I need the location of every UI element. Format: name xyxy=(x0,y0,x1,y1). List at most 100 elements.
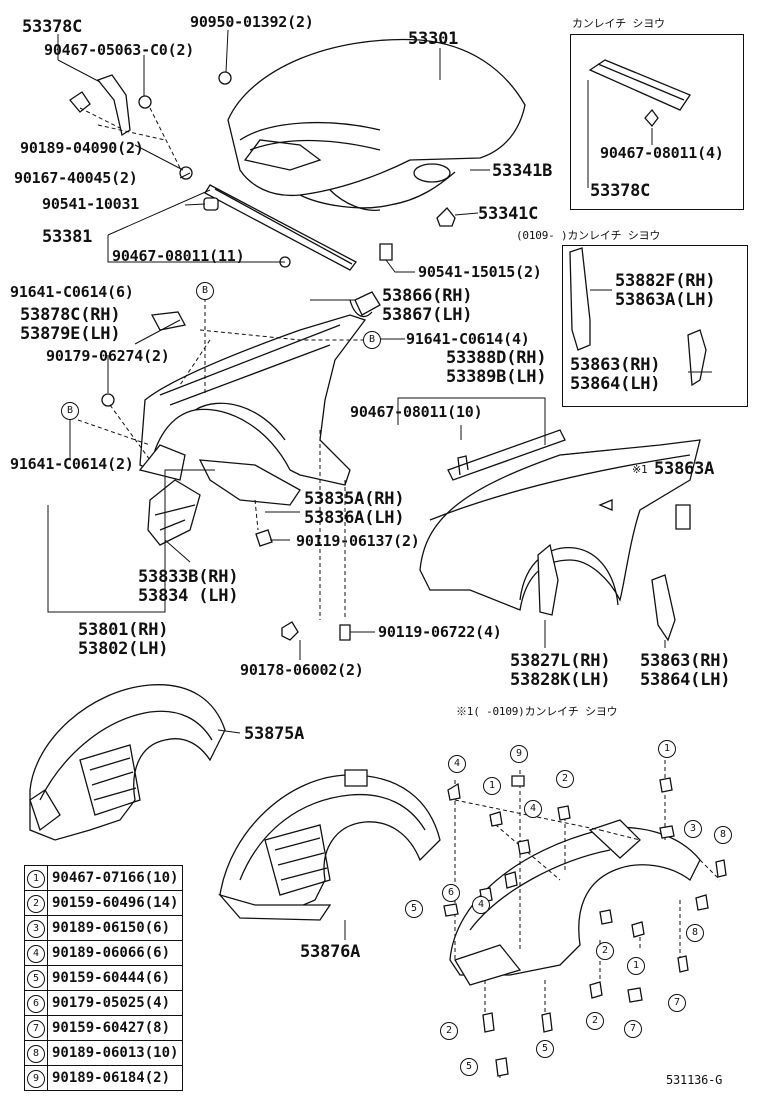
fender-apron-drawing xyxy=(101,292,380,640)
callout-b-2: B xyxy=(363,331,381,349)
fastener-part: 90159-60496(14) xyxy=(46,890,184,916)
diagram-code: 531136-G xyxy=(666,1073,723,1087)
callout-number: 8 xyxy=(686,924,704,942)
label-91641-c0614-6: 91641-C0614(6) xyxy=(10,283,134,301)
label-53878c: 53878C(RH) xyxy=(20,305,121,325)
fastener-number-cell: 5 xyxy=(24,965,48,991)
label-90541-15015: 90541-15015(2) xyxy=(418,263,542,281)
label-53802: 53802(LH) xyxy=(78,639,169,659)
label-53341b: 53341B xyxy=(492,161,553,181)
callout-number: 7 xyxy=(668,994,686,1012)
label-90119-06722: 90119-06722(4) xyxy=(378,623,502,641)
callout-number: 3 xyxy=(684,820,702,838)
label-90950-01392: 90950-01392(2) xyxy=(190,13,314,31)
label-91641-c0614-4: 91641-C0614(4) xyxy=(406,330,530,348)
label-90189-04090: 90189-04090(2) xyxy=(20,139,144,157)
label-53835a: 53835A(RH) xyxy=(304,489,405,509)
callout-number: 5 xyxy=(460,1058,478,1076)
apron-leader-lines xyxy=(48,298,405,660)
callout-number: 2 xyxy=(440,1022,458,1040)
label-90167-40045: 90167-40045(2) xyxy=(14,169,138,187)
fastener-number: 1 xyxy=(27,869,45,888)
fender-leader-lines xyxy=(398,398,665,648)
label-90119-06137: 90119-06137(2) xyxy=(296,532,420,550)
label-53378c: 53378C xyxy=(22,17,83,37)
callout-number: 1 xyxy=(627,957,645,975)
fastener-number-cell: 8 xyxy=(24,1040,48,1066)
fender-liner-53876a-drawing xyxy=(220,770,440,940)
inset2-drawing xyxy=(570,248,712,385)
fastener-part: 90189-06066(6) xyxy=(46,940,184,966)
callout-number: 8 xyxy=(714,826,732,844)
fastener-number-cell: 7 xyxy=(24,1015,48,1041)
fender-liner-53875a-drawing xyxy=(30,685,240,840)
label-90467-08011-11: 90467-08011(11) xyxy=(112,247,245,265)
callout-number: 2 xyxy=(596,942,614,960)
label-90541-10031: 90541-10031 xyxy=(42,195,140,213)
callout-number: 1 xyxy=(483,777,501,795)
callout-number: 7 xyxy=(624,1020,642,1038)
label-53381: 53381 xyxy=(42,227,93,247)
label-53876a: 53876A xyxy=(300,942,361,962)
hood-drawing xyxy=(228,40,525,211)
callout-number: 4 xyxy=(524,800,542,818)
fastener-part: 90159-60444(6) xyxy=(46,965,184,991)
label-53836a: 53836A(LH) xyxy=(304,508,405,528)
label-53341c: 53341C xyxy=(478,204,539,224)
callout-number: 4 xyxy=(448,755,466,773)
front-fender-drawing xyxy=(420,430,700,640)
fastener-part: 90467-07166(10) xyxy=(46,865,184,891)
fastener-number: 3 xyxy=(27,919,45,938)
label-90179-06274: 90179-06274(2) xyxy=(46,347,170,365)
callout-b-3: B xyxy=(61,402,79,420)
footnote: ※1( -0109)カンレイチ シヨウ xyxy=(456,705,618,718)
label-90467-08011-10: 90467-08011(10) xyxy=(350,403,483,421)
inset2-a: 53882F(RH) xyxy=(615,271,716,291)
fastener-number-cell: 9 xyxy=(24,1065,48,1091)
callout-number: 6 xyxy=(442,884,460,902)
fastener-number: 6 xyxy=(27,994,45,1013)
label-53864-lh: 53864(LH) xyxy=(640,670,731,690)
label-53863a: 53863A xyxy=(654,459,715,479)
inset1-title: カンレイチ シヨウ xyxy=(572,17,665,30)
label-53833b: 53833B(RH) xyxy=(138,567,239,587)
fastener-number: 2 xyxy=(27,894,45,913)
fastener-part: 90189-06150(6) xyxy=(46,915,184,941)
fastener-number: 4 xyxy=(27,944,45,963)
callout-number: 4 xyxy=(472,896,490,914)
fastener-icons-drawing xyxy=(444,776,726,1076)
label-91641-c0614-2: 91641-C0614(2) xyxy=(10,455,134,473)
hood-leader-lines xyxy=(58,30,490,272)
label-53389b: 53389B(LH) xyxy=(446,367,547,387)
fastener-number: 9 xyxy=(27,1069,45,1088)
label-53388d: 53388D(RH) xyxy=(446,348,547,368)
fastener-number-cell: 4 xyxy=(24,940,48,966)
inset-box-lower xyxy=(562,245,748,407)
label-90467-05063: 90467-05063-C0(2) xyxy=(44,41,195,59)
inset-box-top xyxy=(570,34,744,210)
callout-number: 2 xyxy=(556,770,574,788)
label-90178-06002: 90178-06002(2) xyxy=(240,661,364,679)
star-mark: ※1 xyxy=(632,463,648,476)
callout-number: 2 xyxy=(586,1012,604,1030)
label-53875a: 53875A xyxy=(244,724,305,744)
fastener-part: 90159-60427(8) xyxy=(46,1015,184,1041)
fastener-part: 90179-05025(4) xyxy=(46,990,184,1016)
label-53879e: 53879E(LH) xyxy=(20,324,121,344)
label-53801: 53801(RH) xyxy=(78,620,169,640)
label-53866: 53866(RH) xyxy=(382,286,473,306)
inset1-drawing xyxy=(588,60,690,188)
callout-b-1: B xyxy=(196,282,214,300)
